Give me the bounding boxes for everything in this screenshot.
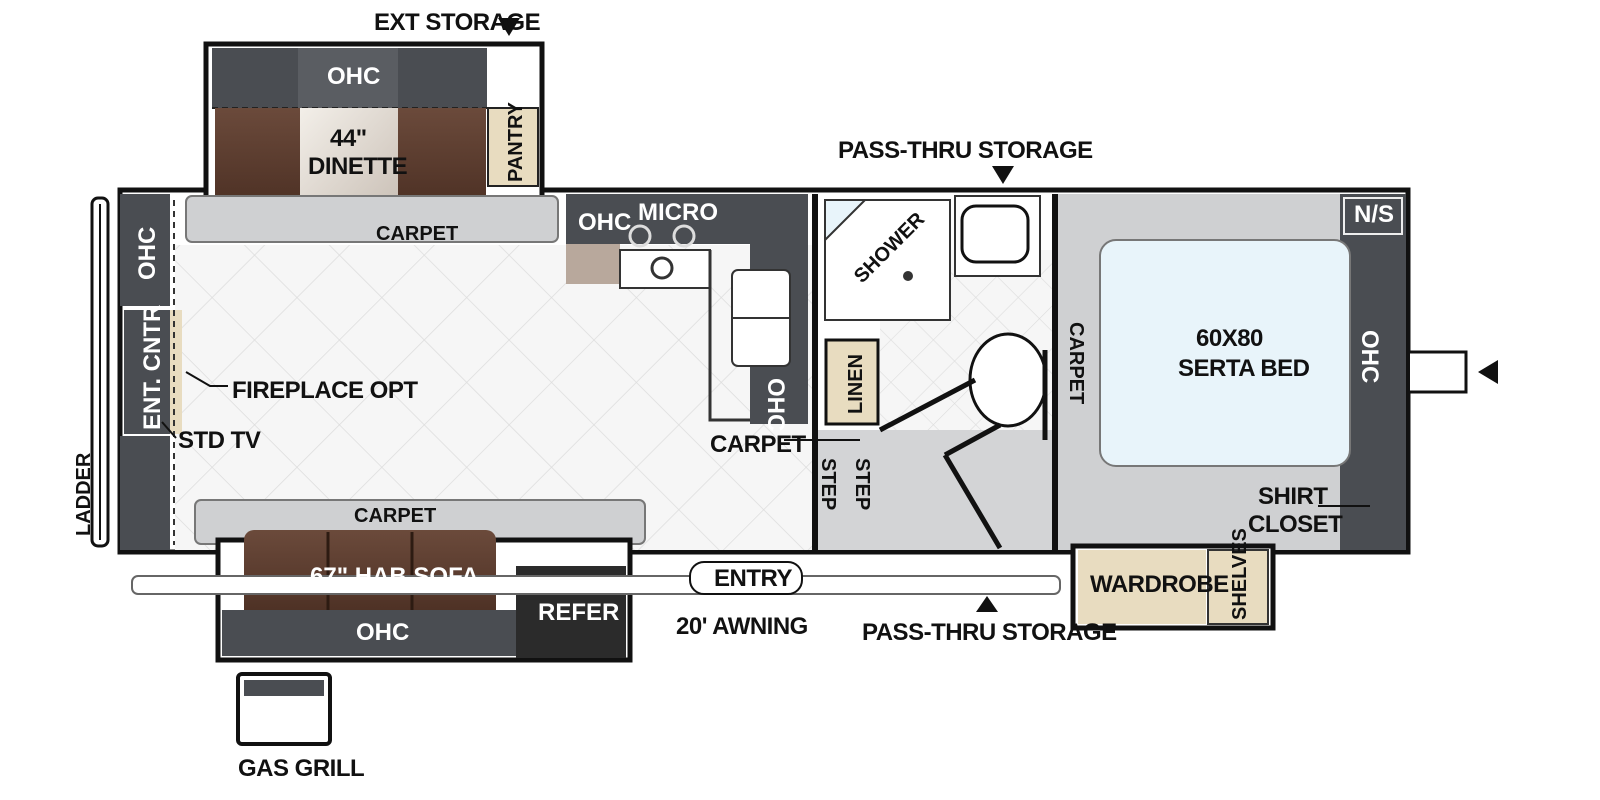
gas-grill-label: GAS GRILL xyxy=(238,755,364,782)
front-wall xyxy=(120,194,182,550)
step-2-label: STEP xyxy=(851,458,873,510)
carpet-sofa-label: CARPET xyxy=(354,505,436,527)
linen-label: LINEN xyxy=(845,354,867,414)
wardrobe-unit xyxy=(1070,543,1276,631)
bathroom xyxy=(812,194,1058,550)
micro-label: MICRO xyxy=(638,199,718,226)
bed-name-label: SERTA BED xyxy=(1178,355,1310,382)
ohc-kitchen-label: OHC xyxy=(578,209,631,236)
fireplace-opt-label: FIREPLACE OPT xyxy=(232,377,418,404)
kitchen xyxy=(566,194,808,424)
ns-label: N/S xyxy=(1354,201,1394,228)
std-tv-label: STD TV xyxy=(178,427,261,454)
ohc-bed-label: OHC xyxy=(1356,330,1383,383)
pass-thru-bottom-arrow xyxy=(976,596,998,612)
fireplace-leader xyxy=(185,371,228,387)
dinette-label: DINETTE xyxy=(308,153,408,180)
ext-storage-arrow xyxy=(498,18,520,36)
step-1-label: STEP xyxy=(817,458,839,510)
shirt-label: SHIRT xyxy=(1258,483,1328,510)
closet-label: CLOSET xyxy=(1248,511,1343,538)
ohc-island-label: OHC xyxy=(762,378,789,431)
sofa-label: 67" HAB SOFA xyxy=(310,563,479,590)
refer-label: REFER xyxy=(538,599,619,626)
awning-bar xyxy=(131,561,1061,595)
pass-thru-top-arrow xyxy=(992,166,1014,184)
pantry-label: PANTRY xyxy=(505,101,527,182)
gas-grill xyxy=(236,672,332,746)
carpet-dinette-label: CARPET xyxy=(376,223,458,245)
pass-thru-bottom-label: PASS-THRU STORAGE xyxy=(862,619,1117,646)
std-tv-leader xyxy=(161,421,177,439)
ohc-front-left-label: OHC xyxy=(134,227,161,280)
bedroom xyxy=(1058,194,1498,550)
carpet-step-label: CARPET xyxy=(710,431,807,458)
awning-label: 20' AWNING xyxy=(676,613,808,640)
wardrobe-label: WARDROBE xyxy=(1090,571,1229,598)
ladder-label: LADDER xyxy=(73,452,95,536)
ent-cntr-label: ENT. CNTR xyxy=(139,305,166,430)
pass-thru-top-label: PASS-THRU STORAGE xyxy=(838,137,1093,164)
shelves-label: SHELVES xyxy=(1229,528,1251,620)
ladder xyxy=(90,196,110,548)
ohc-top-label: OHC xyxy=(327,63,380,90)
ohc-sofa-label: OHC xyxy=(356,619,409,646)
dinette-size-label: 44" xyxy=(330,125,367,152)
carpet-bed-label: CARPET xyxy=(1065,322,1087,404)
bed-size-label: 60X80 xyxy=(1196,325,1263,352)
dinette-slideout xyxy=(185,41,559,243)
entry-label: ENTRY xyxy=(714,565,792,592)
ext-storage-label: EXT STORAGE xyxy=(374,9,541,36)
